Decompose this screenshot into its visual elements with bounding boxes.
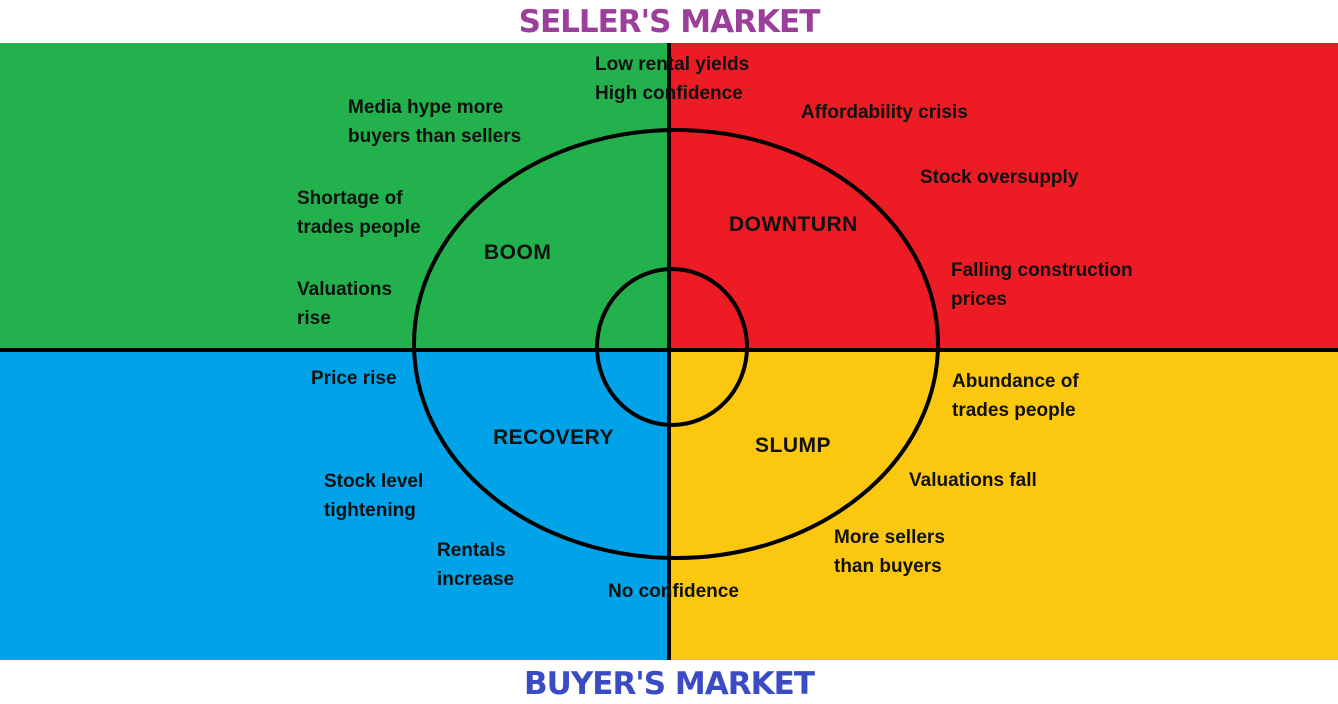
note-more-sellers-line1: More sellers (834, 527, 945, 548)
note-falling-construction-line1: Falling construction (951, 260, 1133, 281)
inner-cycle-ring (595, 267, 749, 427)
note-shortage-line2: trades people (297, 217, 421, 238)
note-affordability-crisis: Affordability crisis (801, 102, 968, 123)
phase-label-boom: BOOM (484, 241, 552, 264)
note-stock-oversupply: Stock oversupply (920, 167, 1079, 188)
note-more-sellers-line2: than buyers (834, 556, 942, 577)
buyers-market-title: BUYER'S MARKET (524, 666, 815, 702)
note-shortage-line1: Shortage of (297, 188, 403, 209)
recovery-quadrant (0, 350, 669, 660)
note-rentals-increase-line2: increase (437, 569, 515, 590)
phase-label-slump: SLUMP (755, 434, 831, 457)
outer-cycle-ring (412, 128, 940, 560)
note-low-rental-yields: Low rental yields (595, 54, 750, 75)
note-high-confidence: High confidence (595, 83, 743, 104)
note-media-hype-line2: buyers than sellers (348, 126, 522, 147)
note-valuations-rise-line1: Valuations (297, 279, 393, 300)
note-stock-level-line1: Stock level (324, 471, 424, 492)
downturn-quadrant (669, 43, 1338, 350)
boom-quadrant (0, 43, 669, 350)
note-stock-level-line2: tightening (324, 500, 416, 521)
note-valuations-rise-line2: rise (297, 308, 331, 329)
slump-quadrant (669, 350, 1338, 660)
sellers-market-title: SELLER'S MARKET (518, 4, 821, 40)
note-rentals-increase-line1: Rentals (437, 540, 506, 561)
note-falling-construction-line2: prices (951, 289, 1007, 310)
note-price-rise: Price rise (311, 368, 397, 389)
note-media-hype-line1: Media hype more (348, 97, 504, 118)
phase-label-downturn: DOWNTURN (729, 213, 858, 236)
phase-label-recovery: RECOVERY (493, 426, 615, 449)
note-valuations-fall: Valuations fall (909, 470, 1037, 491)
note-abundance-line2: trades people (952, 400, 1076, 421)
note-no-confidence: No confidence (608, 581, 739, 602)
note-abundance-line1: Abundance of (952, 371, 1079, 392)
